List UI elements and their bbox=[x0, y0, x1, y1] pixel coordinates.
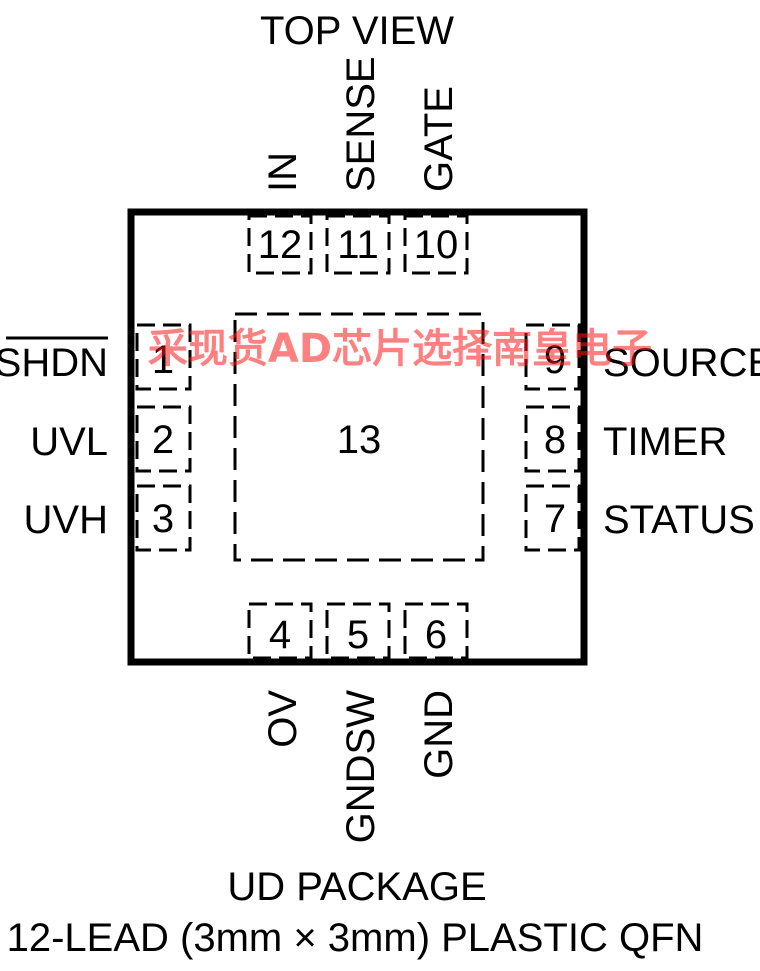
pin-number-1: 1 bbox=[152, 338, 174, 382]
package-description: 12-LEAD (3mm × 3mm) PLASTIC QFN bbox=[7, 916, 704, 960]
pin-name-7: STATUS bbox=[603, 498, 755, 542]
pin-name-11: SENSE bbox=[339, 56, 383, 192]
pin-name-5: GNDSW bbox=[339, 690, 383, 844]
pin-name-9: SOURCE bbox=[603, 341, 760, 385]
pin-name-2: UVL bbox=[30, 420, 108, 464]
pin-name-3: UVH bbox=[24, 498, 108, 542]
diagram-title: TOP VIEW bbox=[260, 9, 454, 53]
pad-7 bbox=[524, 484, 581, 552]
pin-name-4: OV bbox=[261, 690, 305, 748]
pad-2 bbox=[135, 405, 192, 473]
exposed-pad bbox=[233, 312, 485, 562]
pin-number-10: 10 bbox=[414, 223, 459, 267]
pin-number-3: 3 bbox=[152, 497, 174, 541]
pin-name-8: TIMER bbox=[603, 420, 727, 464]
pad-4 bbox=[247, 602, 313, 660]
pad-12 bbox=[247, 214, 313, 275]
pad-1 bbox=[135, 323, 192, 391]
pad-5 bbox=[325, 602, 391, 660]
pad-10 bbox=[403, 214, 469, 275]
pad-11 bbox=[325, 214, 391, 275]
pin-number-11: 11 bbox=[337, 223, 379, 267]
pin-name-10: GATE bbox=[417, 86, 461, 192]
pad-8 bbox=[524, 405, 581, 473]
pin-name-6: GND bbox=[417, 690, 461, 779]
watermark-text: 采现货AD芯片选择南皇电子 bbox=[148, 326, 652, 372]
pin-number-5: 5 bbox=[347, 613, 369, 657]
package-name: UD PACKAGE bbox=[227, 865, 486, 909]
pin-number-12: 12 bbox=[258, 223, 303, 267]
pad-9 bbox=[524, 323, 581, 391]
pin-number-6: 6 bbox=[425, 613, 447, 657]
pin-name-12: IN bbox=[261, 152, 305, 192]
pin-name-1: SHDN bbox=[0, 341, 108, 385]
pin-number-2: 2 bbox=[152, 418, 174, 462]
pin-number-9: 9 bbox=[544, 338, 566, 382]
pin-number-8: 8 bbox=[544, 418, 566, 462]
pad-3 bbox=[135, 484, 192, 552]
pad-6 bbox=[403, 602, 469, 660]
exposed-pad-number: 13 bbox=[337, 418, 382, 462]
package-body bbox=[127, 208, 588, 666]
pin-number-7: 7 bbox=[544, 497, 566, 541]
pin-number-4: 4 bbox=[269, 613, 291, 657]
